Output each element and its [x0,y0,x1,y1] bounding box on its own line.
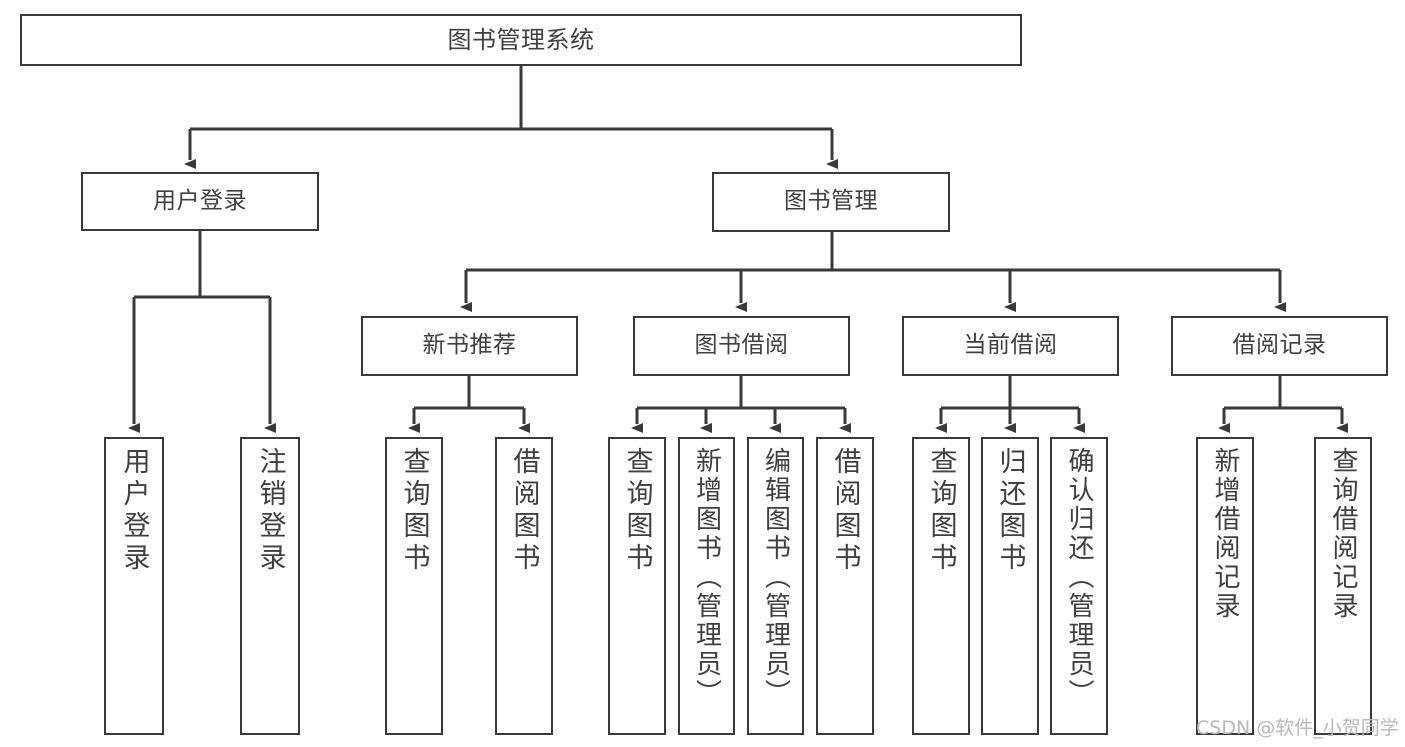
node-label: 归还图书 [994,447,1026,575]
node-leaf-user-login[interactable]: 用户登录 [104,437,164,735]
node-label: 查询借阅记录 [1328,447,1358,621]
node-label: 用户登录 [153,187,247,214]
node-leaf-return-book[interactable]: 归还图书 [981,437,1039,735]
node-book-borrow[interactable]: 图书借阅 [633,316,850,376]
node-leaf-logout[interactable]: 注销登录 [240,437,300,735]
node-label: 查询图书 [925,447,957,575]
node-leaf-edit-book-admin[interactable]: 编辑图书（管理员） [747,437,804,735]
node-label: 查询图书 [398,447,430,575]
node-leaf-query-borrow-record[interactable]: 查询借阅记录 [1314,437,1372,735]
node-leaf-query-book-current[interactable]: 查询图书 [912,437,970,735]
node-leaf-query-book-borrow[interactable]: 查询图书 [608,437,666,735]
node-current-borrow[interactable]: 当前借阅 [902,316,1119,376]
node-leaf-confirm-return-admin[interactable]: 确认归还（管理员） [1050,437,1108,735]
node-label: 新增图书（管理员） [691,447,722,708]
node-book-management[interactable]: 图书管理 [712,172,950,232]
node-label: 用户登录 [118,447,150,575]
node-label: 新书推荐 [422,332,517,359]
node-label: 借阅图书 [829,447,861,575]
node-leaf-add-borrow-record[interactable]: 新增借阅记录 [1196,437,1254,735]
csdn-watermark: CSDN @软件_小贺同学 [1196,717,1399,739]
node-leaf-borrow-book[interactable]: 借阅图书 [816,437,874,735]
node-label: 新增借阅记录 [1210,447,1240,621]
node-root-book-management-system[interactable]: 图书管理系统 [20,14,1022,66]
node-label: 当前借阅 [963,332,1058,359]
node-label: 图书管理 [784,188,878,215]
node-user-login[interactable]: 用户登录 [81,172,319,231]
node-borrow-record[interactable]: 借阅记录 [1171,316,1388,376]
node-label: 借阅图书 [508,447,540,575]
node-label: 确认归还（管理员） [1064,447,1094,708]
node-label: 注销登录 [254,447,286,575]
node-leaf-borrow-book-recommend[interactable]: 借阅图书 [495,437,553,735]
node-leaf-add-book-admin[interactable]: 新增图书（管理员） [678,437,735,735]
node-label: 查询图书 [621,447,653,575]
node-leaf-query-book-recommend[interactable]: 查询图书 [385,437,443,735]
node-label: 图书管理系统 [447,25,595,54]
node-new-book-recommendation[interactable]: 新书推荐 [361,316,578,376]
node-label: 图书借阅 [694,332,789,359]
node-label: 编辑图书（管理员） [760,447,791,708]
node-label: 借阅记录 [1232,332,1327,359]
